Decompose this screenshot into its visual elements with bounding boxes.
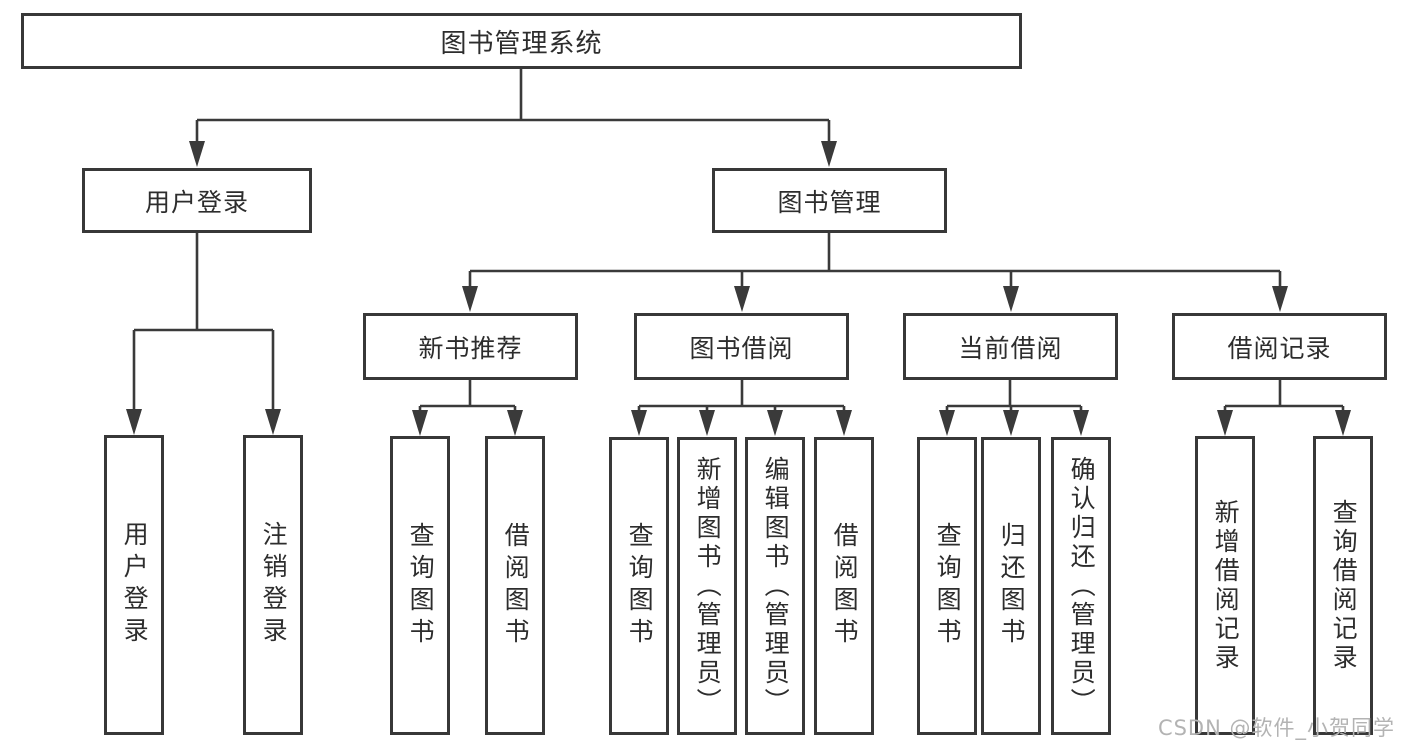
leaf-logout: 注销登录 (243, 435, 303, 735)
node-book-management: 图书管理 (712, 168, 947, 233)
node-current-borrow: 当前借阅 (903, 313, 1118, 380)
leaf-return-book: 归还图书 (981, 437, 1041, 735)
leaf-query-borrow-record: 查询借阅记录 (1313, 436, 1373, 735)
leaf-query-books-current: 查询图书 (917, 437, 977, 735)
leaf-borrow-books: 借阅图书 (814, 437, 874, 735)
leaf-add-borrow-record: 新增借阅记录 (1195, 436, 1255, 735)
arrowheads (126, 141, 1351, 436)
leaf-query-books-borrow: 查询图书 (609, 437, 669, 735)
node-book-borrow: 图书借阅 (634, 313, 849, 380)
node-root: 图书管理系统 (21, 13, 1022, 69)
csdn-watermark: CSDN @软件_小贺同学 (1157, 716, 1395, 740)
leaf-query-books-recommend: 查询图书 (390, 436, 450, 735)
leaf-borrow-books-recommend: 借阅图书 (485, 436, 545, 735)
leaf-add-book-admin: 新增图书（管理员） (677, 437, 737, 735)
leaf-edit-book-admin: 编辑图书（管理员） (745, 437, 805, 735)
node-new-book-recommend: 新书推荐 (363, 313, 578, 380)
leaf-user-login: 用户登录 (104, 435, 164, 735)
leaf-confirm-return-admin: 确认归还（管理员） (1051, 437, 1111, 735)
node-user-login-branch: 用户登录 (82, 168, 312, 233)
node-borrow-records: 借阅记录 (1172, 313, 1387, 380)
